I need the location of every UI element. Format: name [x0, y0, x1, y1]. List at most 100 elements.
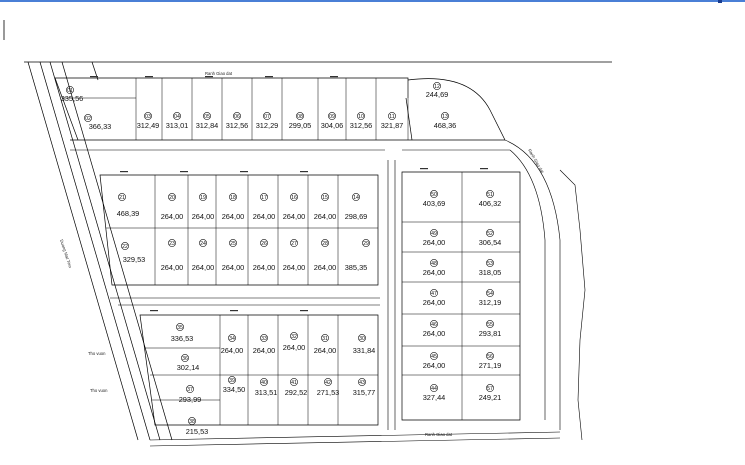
- svg-text:48: 48: [431, 261, 437, 267]
- svg-text:03: 03: [145, 114, 151, 120]
- svg-text:264,00: 264,00: [253, 346, 276, 355]
- svg-text:16: 16: [291, 195, 297, 201]
- svg-text:264,00: 264,00: [314, 263, 337, 272]
- svg-text:12: 12: [434, 84, 440, 90]
- block-b-dividers: [145, 315, 378, 425]
- svg-text:54: 54: [487, 291, 493, 297]
- svg-text:336,53: 336,53: [171, 334, 194, 343]
- svg-text:312,56: 312,56: [226, 121, 249, 130]
- svg-text:34: 34: [229, 336, 235, 342]
- svg-text:13: 13: [442, 114, 448, 120]
- svg-text:56: 56: [487, 354, 493, 360]
- svg-text:04: 04: [174, 114, 180, 120]
- svg-text:264,00: 264,00: [222, 263, 245, 272]
- svg-text:403,69: 403,69: [423, 199, 446, 208]
- svg-text:312,84: 312,84: [196, 121, 219, 130]
- svg-text:312,29: 312,29: [256, 121, 279, 130]
- svg-text:264,00: 264,00: [192, 263, 215, 272]
- svg-text:39: 39: [229, 378, 235, 384]
- svg-text:27: 27: [291, 241, 297, 247]
- svg-text:329,53: 329,53: [123, 255, 146, 264]
- svg-text:313,51: 313,51: [255, 388, 278, 397]
- svg-text:304,06: 304,06: [321, 121, 344, 130]
- svg-text:18: 18: [230, 195, 236, 201]
- svg-text:306,54: 306,54: [479, 238, 502, 247]
- dimension-marks: [90, 76, 488, 312]
- svg-text:29: 29: [363, 241, 369, 247]
- svg-text:06: 06: [234, 114, 240, 120]
- svg-text:11: 11: [389, 114, 394, 120]
- svg-text:249,21: 249,21: [479, 393, 502, 402]
- svg-text:07: 07: [264, 114, 270, 120]
- svg-text:41: 41: [291, 380, 297, 386]
- svg-text:08: 08: [297, 114, 303, 120]
- svg-text:36: 36: [182, 356, 188, 362]
- road-2: [70, 139, 561, 430]
- road-label-right: Ranh Giao dat: [527, 148, 545, 175]
- road-4: [387, 160, 396, 430]
- svg-text:264,00: 264,00: [283, 263, 306, 272]
- right-boundary: [559, 169, 586, 441]
- svg-text:312,56: 312,56: [350, 121, 373, 130]
- svg-text:52: 52: [487, 231, 493, 237]
- svg-text:57: 57: [487, 386, 493, 392]
- svg-text:25: 25: [230, 241, 236, 247]
- tho-vuon-label-1: Tho vuon: [88, 351, 106, 356]
- svg-text:327,44: 327,44: [423, 393, 446, 402]
- svg-text:264,00: 264,00: [253, 263, 276, 272]
- lot-34: 34 264,00: [221, 334, 244, 355]
- svg-text:271,19: 271,19: [479, 361, 502, 370]
- svg-text:45: 45: [431, 354, 437, 360]
- svg-text:44: 44: [431, 386, 437, 392]
- svg-text:334,50: 334,50: [223, 385, 246, 394]
- svg-text:43: 43: [359, 380, 365, 386]
- svg-text:264,00: 264,00: [253, 212, 276, 221]
- svg-text:53: 53: [487, 261, 493, 267]
- svg-text:264,00: 264,00: [314, 212, 337, 221]
- lot-25: 25 264,00: [222, 239, 245, 272]
- svg-text:293,81: 293,81: [479, 329, 502, 338]
- block-a: [99, 174, 379, 286]
- svg-text:19: 19: [200, 195, 206, 201]
- svg-text:312,49: 312,49: [137, 121, 160, 130]
- svg-text:321,87: 321,87: [381, 121, 404, 130]
- svg-text:38: 38: [189, 419, 195, 425]
- svg-text:264,00: 264,00: [314, 346, 337, 355]
- svg-text:46: 46: [431, 322, 437, 328]
- svg-text:366,33: 366,33: [89, 122, 112, 131]
- svg-text:264,00: 264,00: [221, 346, 244, 355]
- svg-text:244,69: 244,69: [426, 90, 449, 99]
- svg-text:264,00: 264,00: [161, 263, 184, 272]
- svg-text:09: 09: [329, 114, 335, 120]
